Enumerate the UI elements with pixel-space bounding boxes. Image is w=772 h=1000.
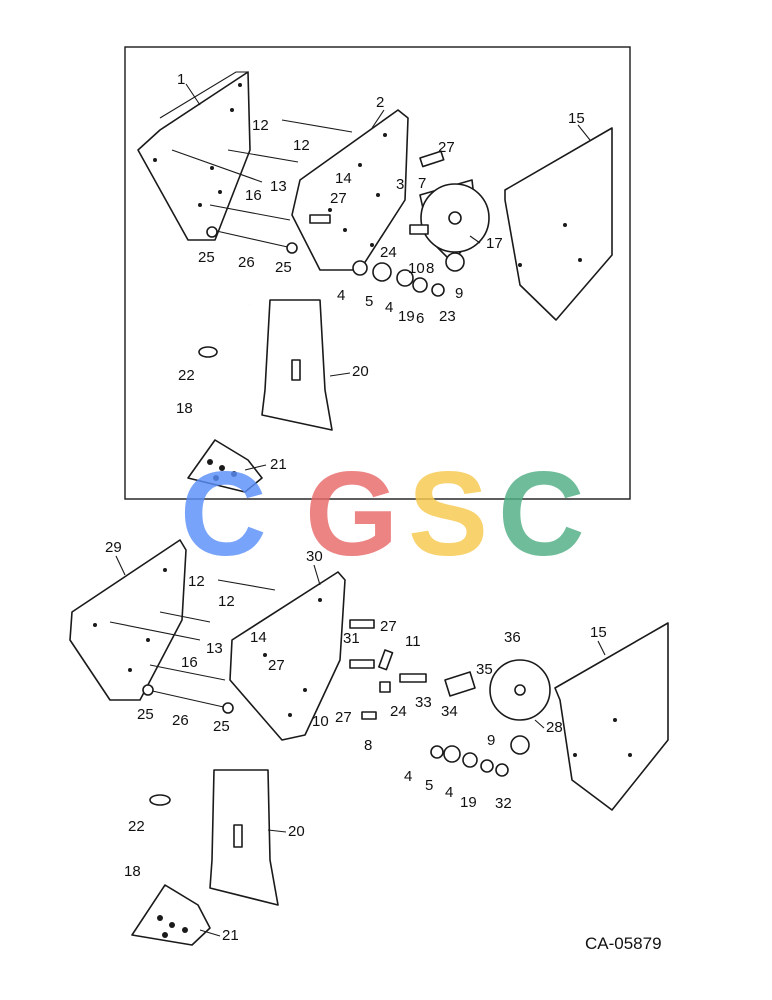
callout-22: 22 [178,367,195,384]
bottom-tube-bracket [131,884,211,946]
top-seed-tube [198,304,256,457]
callout-21: 21 [270,456,287,473]
bottom-shafts [109,579,276,714]
callout-36: 36 [504,629,521,646]
top-tube-bracket [187,439,263,493]
callout-10: 10 [408,260,425,277]
callout-14: 14 [250,629,267,646]
top-section-frame [124,46,631,500]
callout-15: 15 [568,110,585,127]
callout-20: 20 [352,363,369,380]
top-side-shield [504,127,613,321]
callout-24: 24 [380,244,397,261]
callout-4: 4 [337,287,345,304]
callout-13: 13 [270,178,287,195]
callout-27: 27 [330,190,347,207]
diagram-code: CA-05879 [585,934,662,953]
callout-22: 22 [128,818,145,835]
callout-8: 8 [426,260,434,277]
callout-25: 25 [198,249,215,266]
callout-4: 4 [445,784,453,801]
callout-25: 25 [275,259,292,276]
bottom-right-side-plate [229,571,346,741]
callout-18: 18 [176,400,193,417]
callout-12: 12 [252,117,269,134]
callout-20: 20 [288,823,305,840]
top-right-side-plate [291,109,409,271]
callout-32: 32 [495,795,512,812]
callout-28: 28 [546,719,563,736]
callout-1: 1 [177,71,185,88]
callout-17: 17 [486,235,503,252]
callout-27: 27 [268,657,285,674]
callout-26: 26 [238,254,255,271]
callout-35: 35 [476,661,493,678]
top-left-side-plate [137,71,251,241]
callout-5: 5 [425,777,433,794]
bottom-seed-plate [209,769,279,906]
callout-9: 9 [455,285,463,302]
callout-7: 7 [418,175,426,192]
watermark-letter-c2: C [498,447,585,581]
callout-27: 27 [335,709,352,726]
callout-18: 18 [124,863,141,880]
callout-9: 9 [487,732,495,749]
callout-16: 16 [181,654,198,671]
callout-4: 4 [404,768,412,785]
callout-4: 4 [385,299,393,316]
bottom-drive-assembly [349,619,551,777]
watermark-letter-c: C [180,447,267,581]
top-drive-assembly [309,150,490,297]
callout-2: 2 [376,94,384,111]
callout-10: 10 [312,713,329,730]
callout-31: 31 [343,630,360,647]
watermark-letter-g: G [305,447,398,581]
callout-12: 12 [188,573,205,590]
callout-34: 34 [441,703,458,720]
callout-5: 5 [365,293,373,310]
callout-21: 21 [222,927,239,944]
callout-14: 14 [335,170,352,187]
callout-27: 27 [380,618,397,635]
bottom-callouts: 29 30 12 12 13 14 16 25 26 25 27 27 31 1… [105,539,607,944]
callout-19: 19 [398,308,415,325]
top-shafts [171,119,353,254]
callout-12: 12 [293,137,310,154]
callout-16: 16 [245,187,262,204]
bottom-side-shield [554,622,669,811]
callout-25: 25 [213,718,230,735]
callout-15: 15 [590,624,607,641]
callout-23: 23 [439,308,456,325]
callout-26: 26 [172,712,189,729]
callout-11: 11 [405,633,421,650]
callout-13: 13 [206,640,223,657]
callout-3: 3 [396,176,404,193]
watermark-letter-s: S [408,447,488,581]
callout-33: 33 [415,694,432,711]
callout-30: 30 [306,548,323,565]
callout-25: 25 [137,706,154,723]
callout-19: 19 [460,794,477,811]
callout-29: 29 [105,539,122,556]
callout-6: 6 [416,310,424,327]
watermark: C G S C [180,447,585,581]
top-seed-plate [261,299,333,431]
top-callouts: 1 2 12 12 13 14 16 25 26 25 27 27 3 7 17… [176,71,585,473]
leader-lines [115,83,606,937]
callout-27: 27 [438,139,455,156]
bottom-left-side-plate [69,539,187,701]
callout-24: 24 [390,703,407,720]
callout-8: 8 [364,737,372,754]
callout-12: 12 [218,593,235,610]
